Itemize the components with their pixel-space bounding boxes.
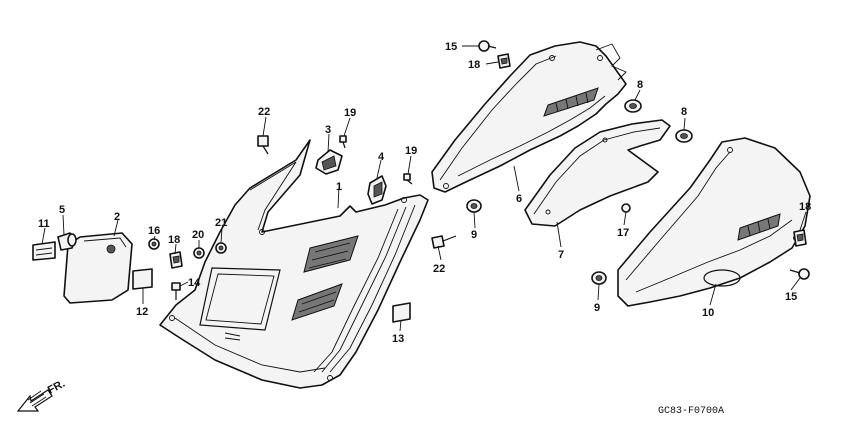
callout-2: 2: [114, 211, 120, 223]
callout-10: 10: [702, 307, 714, 319]
callout-8a: 8: [637, 79, 643, 91]
grommet-part-20: [193, 247, 205, 259]
callout-9b: 9: [594, 302, 600, 314]
callout-11: 11: [38, 218, 50, 230]
diagram-code: GC83-F0700A: [658, 406, 724, 417]
grommet-part-9-right: [591, 271, 607, 285]
front-direction-arrow: FR.: [16, 378, 67, 412]
bracket-part-3: [315, 149, 343, 175]
clip-part-18-left: [169, 251, 183, 269]
callout-19b: 19: [405, 145, 417, 157]
callout-9a: 9: [471, 229, 477, 241]
inner-panel-part: [524, 119, 671, 227]
label-plate-11: [32, 241, 56, 261]
callout-18c: 18: [799, 201, 811, 213]
grommet-part-17: [621, 203, 631, 213]
grommet-part-21: [215, 242, 227, 254]
screw-part-19-mid: [403, 173, 413, 185]
callout-14: 14: [188, 277, 201, 289]
callout-17: 17: [617, 227, 629, 239]
bracket-part-4: [367, 175, 387, 205]
screw-part-19-top: [339, 135, 347, 149]
callout-20: 20: [192, 229, 204, 241]
screw-part-14: [171, 282, 181, 300]
clip-part-18-top: [497, 53, 511, 69]
label-plate-12: [132, 268, 153, 290]
upper-side-cover-part: [431, 41, 627, 193]
callout-5: 5: [59, 204, 65, 216]
callout-3: 3: [325, 124, 331, 136]
callout-13: 13: [392, 333, 404, 345]
callout-18a: 18: [468, 59, 480, 71]
screw-part-15-top: [478, 40, 497, 52]
callout-8b: 8: [681, 106, 687, 118]
grommet-part-8-lower: [675, 129, 693, 143]
front-cover-part: [159, 139, 429, 389]
leader-lines: [41, 45, 807, 332]
knob-part-5: [57, 232, 77, 251]
callout-4: 4: [378, 151, 385, 163]
screw-part-22-top: [257, 135, 269, 155]
callout-1: 1: [336, 181, 342, 193]
lower-side-cover-part: [617, 137, 811, 307]
grommet-part-9-left: [466, 199, 482, 213]
callout-22a: 22: [258, 106, 270, 118]
pocket-lid-part: [63, 232, 133, 304]
callout-15a: 15: [445, 41, 457, 53]
callout-21: 21: [215, 217, 227, 229]
callout-18b: 18: [168, 234, 180, 246]
grommet-part-8-upper: [624, 99, 642, 113]
screw-part-15-right: [789, 268, 810, 280]
callout-16: 16: [148, 225, 160, 237]
label-plate-13: [392, 302, 411, 323]
callout-15b: 15: [785, 291, 797, 303]
clip-part-18-right: [793, 229, 807, 247]
arrow-icon: [16, 389, 53, 412]
callout-22b: 22: [433, 263, 445, 275]
callout-6: 6: [516, 193, 522, 205]
callout-12: 12: [136, 306, 148, 318]
callout-19a: 19: [344, 107, 356, 119]
grommet-part-16: [148, 238, 160, 250]
screw-part-22-bottom: [431, 235, 457, 249]
callout-7: 7: [558, 249, 564, 261]
front-direction-label: FR.: [46, 378, 67, 397]
